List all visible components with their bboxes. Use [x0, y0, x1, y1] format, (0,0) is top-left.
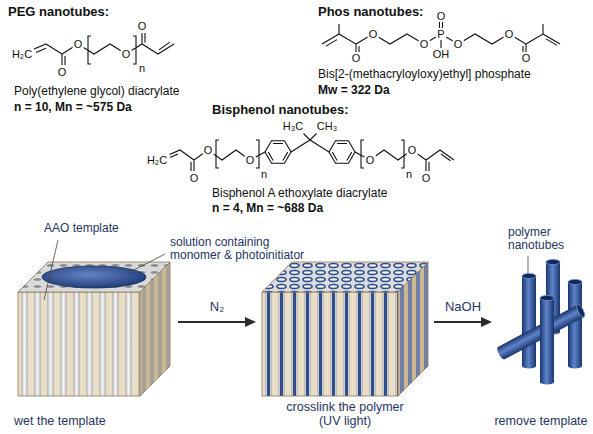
arrow-head — [481, 317, 492, 327]
polymer-nanotubes — [540, 298, 554, 382]
atom-label: O — [419, 39, 430, 50]
atom-label: O — [121, 49, 132, 60]
bisphenol-structure — [291, 134, 329, 153]
atom-label: H₂C — [11, 49, 33, 60]
molecular-weight: n = 4, Mn = ~688 Da — [212, 201, 323, 215]
compound-name: Poly(ethylene glycol) diacrylate — [14, 84, 179, 98]
atom-label: O — [245, 155, 256, 166]
peg-structure — [34, 33, 174, 65]
atom-label: P — [436, 29, 445, 40]
phos-structure — [322, 22, 560, 52]
leader-lines — [44, 240, 58, 300]
atom-label: O — [365, 155, 376, 166]
polymer-nanotubes — [546, 259, 560, 264]
polymer-nanotubes — [575, 303, 586, 318]
peg-structure — [34, 33, 174, 65]
arrow-label: NaOH — [443, 300, 483, 314]
atom-label: n — [405, 169, 413, 180]
atom-label: O — [504, 29, 515, 40]
bisphenol-structure — [265, 141, 291, 164]
polymer-nanotubes — [496, 259, 587, 384]
stage-caption: remove template — [494, 414, 587, 428]
stage-caption: wet the template — [14, 414, 106, 428]
callout-label: AAO template — [44, 222, 134, 235]
process-stage: remove template — [492, 256, 590, 431]
bisphenol-structure — [216, 140, 259, 168]
bisphenol-structure — [329, 141, 355, 164]
atom-label: O — [73, 39, 84, 50]
compound-name: Bisphenol A ethoxylate diacrylate — [212, 186, 387, 200]
leader-lines — [128, 254, 165, 273]
process-arrow — [178, 321, 246, 323]
atom-label: n — [138, 63, 146, 74]
filled-template-block — [262, 262, 428, 396]
bisphenol-structure — [170, 134, 455, 172]
atom-label: O — [203, 145, 214, 156]
structure-heading: Phos nanotubes: — [318, 4, 423, 20]
molecular-weight: Mw = 322 Da — [318, 83, 390, 97]
filled-template-block — [262, 262, 428, 292]
atom-label: n — [260, 169, 268, 180]
polymer-nanotubes — [522, 276, 536, 366]
aao-template-block — [18, 262, 170, 292]
atom-label: O — [453, 39, 464, 50]
arrow-label: N₂ — [208, 300, 226, 314]
atom-label: O — [351, 53, 362, 64]
structure-heading: Bisphenol nanotubes: — [212, 102, 349, 118]
stage-caption: crosslink the polymer (UV light) — [280, 400, 410, 428]
process-arrow — [434, 321, 482, 323]
atom-label: O — [521, 53, 532, 64]
leader-lines — [528, 256, 529, 273]
callout-label: solution containing monomer & photoiniti… — [170, 236, 308, 262]
atom-label: O — [421, 173, 432, 184]
atom-label: O — [436, 11, 447, 22]
callout-label: polymer nanotubes — [508, 226, 590, 252]
compound-name: Bis[2-(methacryloyloxy)ethyl] phosphate — [318, 67, 531, 81]
atom-label: O — [137, 21, 148, 32]
atom-label: CH₃ — [316, 121, 338, 132]
atom-label: H₂C — [146, 155, 168, 166]
atom-label: O — [368, 29, 379, 40]
atom-label: O — [407, 145, 418, 156]
polymer-nanotubes — [568, 279, 582, 284]
atom-label: O — [189, 173, 200, 184]
polymer-nanotubes — [540, 295, 554, 300]
aao-template-block — [42, 266, 146, 288]
bisphenol-structure — [361, 140, 404, 168]
filled-template-block — [262, 292, 398, 396]
aao-template-block — [18, 262, 170, 396]
process-stage: wet the template — [12, 256, 178, 431]
polymer-nanotubes — [522, 273, 536, 278]
arrow-head — [245, 317, 256, 327]
atom-label: H₃C — [282, 121, 304, 132]
atom-label: OH — [432, 49, 451, 60]
phos-structure — [322, 22, 560, 52]
structure-heading: PEG nanotubes: — [8, 4, 109, 20]
aao-template-block — [18, 292, 140, 396]
molecular-weight: n = 10, Mn = ~575 Da — [14, 100, 132, 114]
process-stage: crosslink the polymer (UV light) — [256, 256, 434, 431]
atom-label: O — [57, 67, 68, 78]
